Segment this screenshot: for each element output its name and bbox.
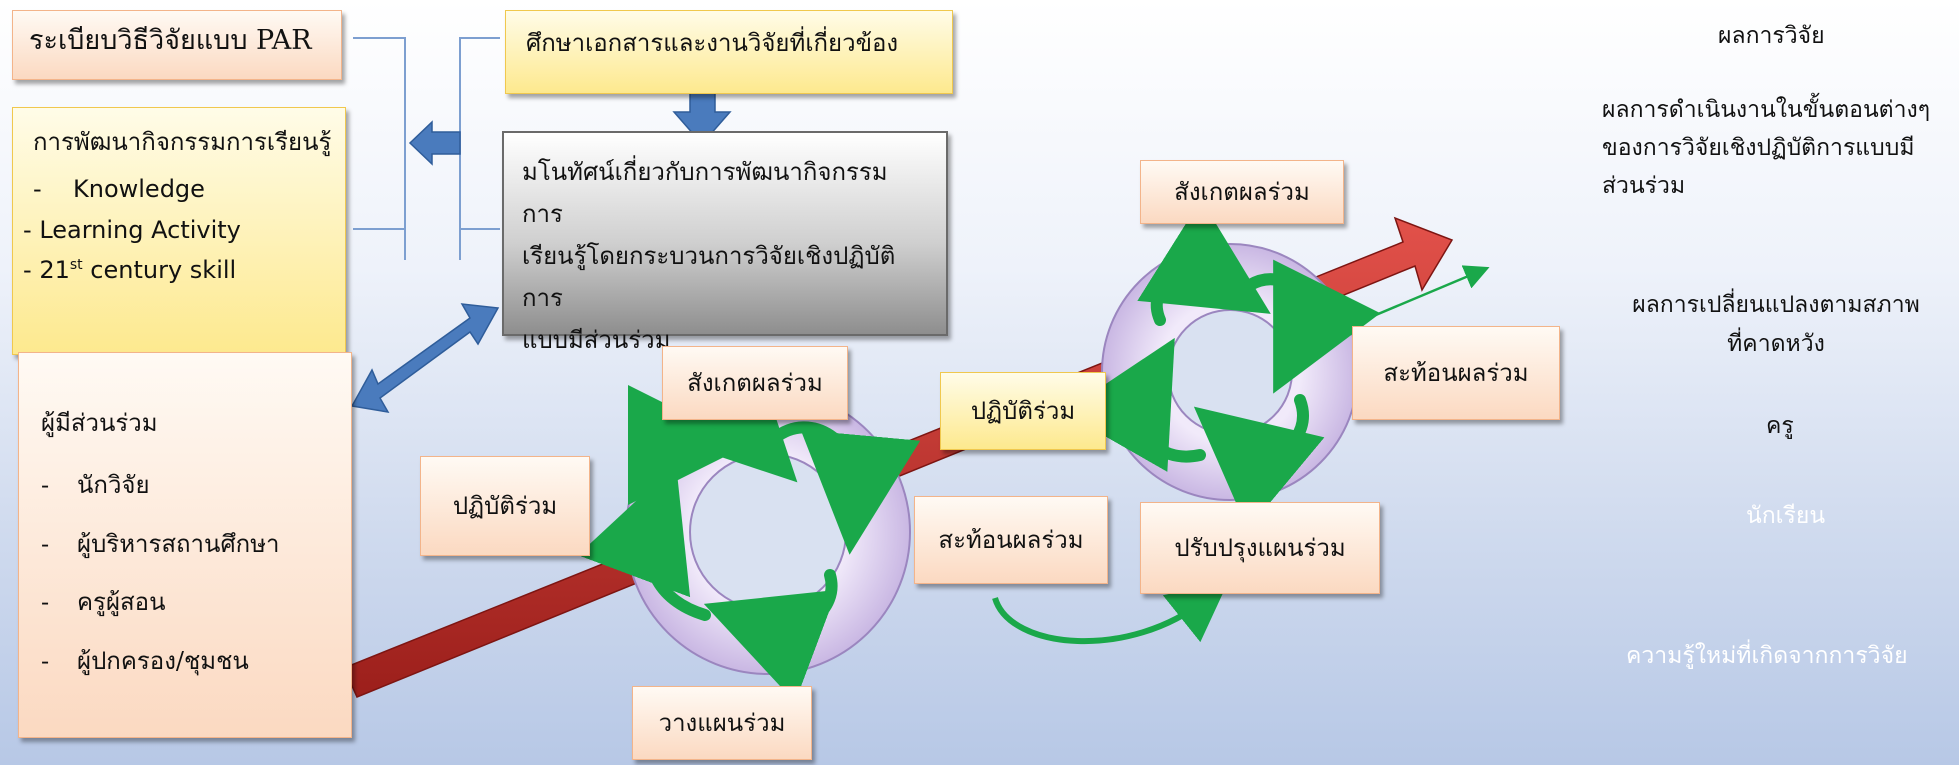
results-student: นักเรียน — [1746, 503, 1826, 529]
results-new-knowledge: ความรู้ใหม่ที่เกิดจากการวิจัย — [1626, 643, 1908, 669]
documents-box: ศึกษาเอกสารและงานวิจัยที่เกี่ยวข้อง — [505, 10, 953, 94]
results-title: ผลการวิจัย — [1718, 23, 1825, 49]
cycle2-improve-plan-box: ปรับปรุงแผนร่วม — [1140, 502, 1380, 594]
learning-item-knowledge: -Knowledge — [33, 174, 205, 203]
left-bracket — [353, 37, 500, 260]
participants-list: -นักวิจัย -ผู้บริหารสถานศึกษา -ครูผู้สอน… — [41, 456, 331, 691]
cycle1-observe-box: สังเกตผลร่วม — [662, 346, 848, 420]
method-box: ระเบียบวิธีวิจัยแบบ PAR — [12, 10, 342, 80]
participants-title: ผู้มีส่วนร่วม — [41, 409, 158, 437]
thin-green-arrow — [1351, 265, 1490, 327]
cycle2-reflect-box: สะท้อนผลร่วม — [1352, 326, 1560, 420]
cycle-ring-2 — [1063, 199, 1381, 530]
learning-title: การพัฒนากิจกรรมการเรียนรู้ — [33, 128, 332, 156]
green-curve-arrow — [992, 581, 1229, 645]
cycle1-reflect-box: สะท้อนผลร่วม — [914, 496, 1108, 584]
cycle1-plan-box: วางแผนร่วม — [632, 686, 812, 760]
results-teacher: ครู — [1766, 413, 1794, 439]
cycle2-act-box: ปฏิบัติร่วม — [940, 372, 1106, 450]
participants-box: ผู้มีส่วนร่วม -นักวิจัย -ผู้บริหารสถานศึ… — [18, 352, 352, 738]
cycle1-act-box: ปฏิบัติร่วม — [420, 456, 590, 556]
documents-label: ศึกษาเอกสารและงานวิจัยที่เกี่ยวข้อง — [526, 29, 899, 57]
learning-box: การพัฒนากิจกรรมการเรียนรู้ -Knowledge - … — [12, 107, 346, 355]
participant-item: -ผู้บริหารสถานศึกษา — [41, 529, 280, 558]
concept-line-2: เรียนรู้โดยกระบวนการวิจัยเชิงปฏิบัติการ — [522, 242, 896, 312]
results-stage-text: ผลการดำเนินงานในขั้นตอนต่างๆ ของการวิจัย… — [1602, 97, 1931, 199]
participant-item: -ผู้ปกครอง/ชุมชน — [41, 647, 249, 676]
concept-line-3: แบบมีส่วนร่วม — [522, 326, 671, 354]
cycle-ring-1 — [577, 355, 921, 703]
participant-item: -ครูผู้สอน — [41, 588, 166, 617]
concept-box: มโนทัศน์เกี่ยวกับการพัฒนากิจกรรมการ เรีย… — [502, 131, 948, 354]
learning-item-activity: - Learning Activity — [23, 215, 241, 244]
double-arrow-icon — [350, 303, 500, 413]
results-change-text: ผลการเปลี่ยนแปลงตามสภาพ ที่คาดหวัง — [1632, 292, 1920, 358]
learning-item-skill: - 21st century skill — [23, 256, 237, 285]
concept-line-1: มโนทัศน์เกี่ยวกับการพัฒนากิจกรรมการ — [522, 158, 888, 228]
method-label: ระเบียบวิธีวิจัยแบบ PAR — [29, 25, 312, 56]
participant-item: -นักวิจัย — [41, 470, 150, 499]
left-arrow-icon — [408, 120, 461, 166]
cycle2-observe-box: สังเกตผลร่วม — [1140, 160, 1344, 224]
